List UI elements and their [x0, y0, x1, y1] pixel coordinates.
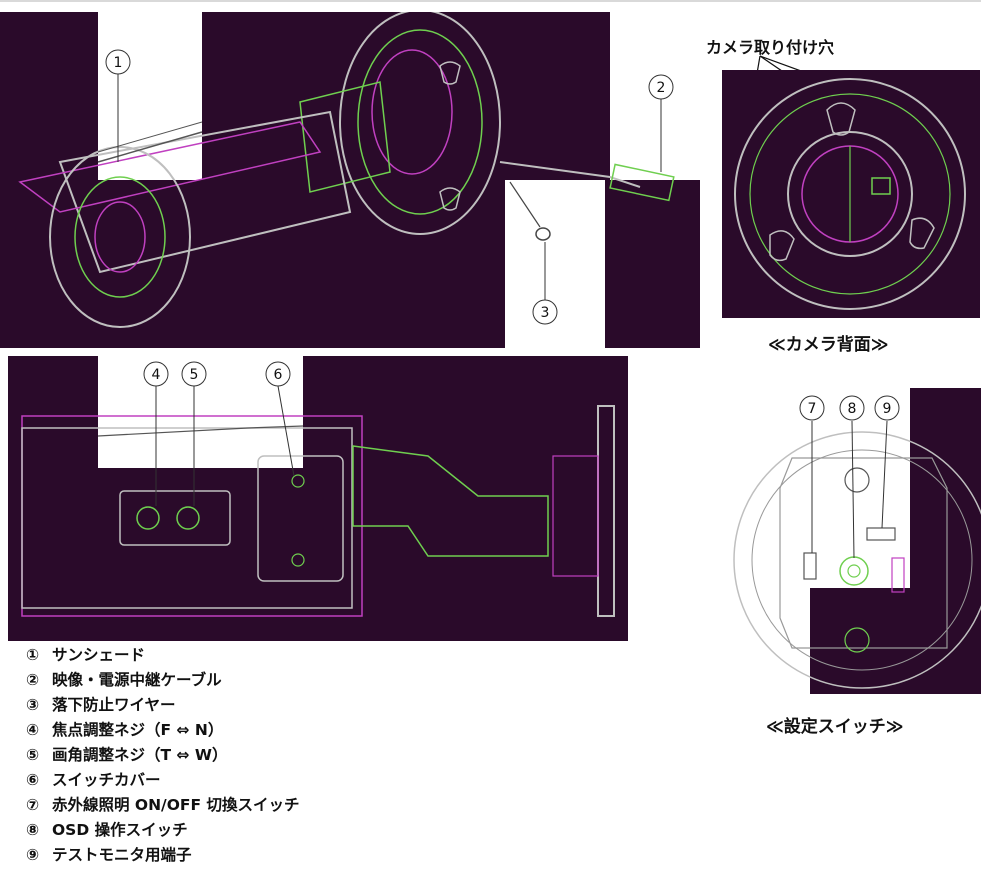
svg-text:7: 7 [808, 401, 817, 417]
callout-6: 6 [265, 361, 291, 387]
mount-holes-label: カメラ取り付け穴 [706, 38, 835, 57]
callout-7: 7 [799, 395, 825, 421]
camera-perspective-view: 1 2 3 [0, 12, 700, 348]
callout-8: 8 [839, 395, 865, 421]
svg-text:6: 6 [274, 367, 283, 383]
callout-5: 5 [181, 361, 207, 387]
top-divider [0, 0, 981, 2]
svg-text:2: 2 [657, 80, 666, 96]
camera-back-view [722, 70, 980, 318]
callout-3: 3 [532, 299, 558, 325]
back-view-caption: ≪カメラ背面≫ [768, 335, 889, 355]
svg-text:8: 8 [848, 401, 857, 417]
svg-text:1: 1 [114, 55, 123, 71]
settings-switch-view: 7 8 9 [732, 388, 981, 694]
svg-text:4: 4 [152, 367, 161, 383]
camera-side-view: 4 5 6 [8, 356, 628, 641]
callout-2: 2 [648, 74, 674, 100]
callout-1: 1 [105, 49, 131, 75]
switch-view-caption: ≪設定スイッチ≫ [766, 717, 904, 737]
callout-4: 4 [143, 361, 169, 387]
callout-9: 9 [874, 395, 900, 421]
svg-text:3: 3 [541, 305, 550, 321]
svg-text:5: 5 [190, 367, 199, 383]
svg-text:9: 9 [883, 401, 892, 417]
